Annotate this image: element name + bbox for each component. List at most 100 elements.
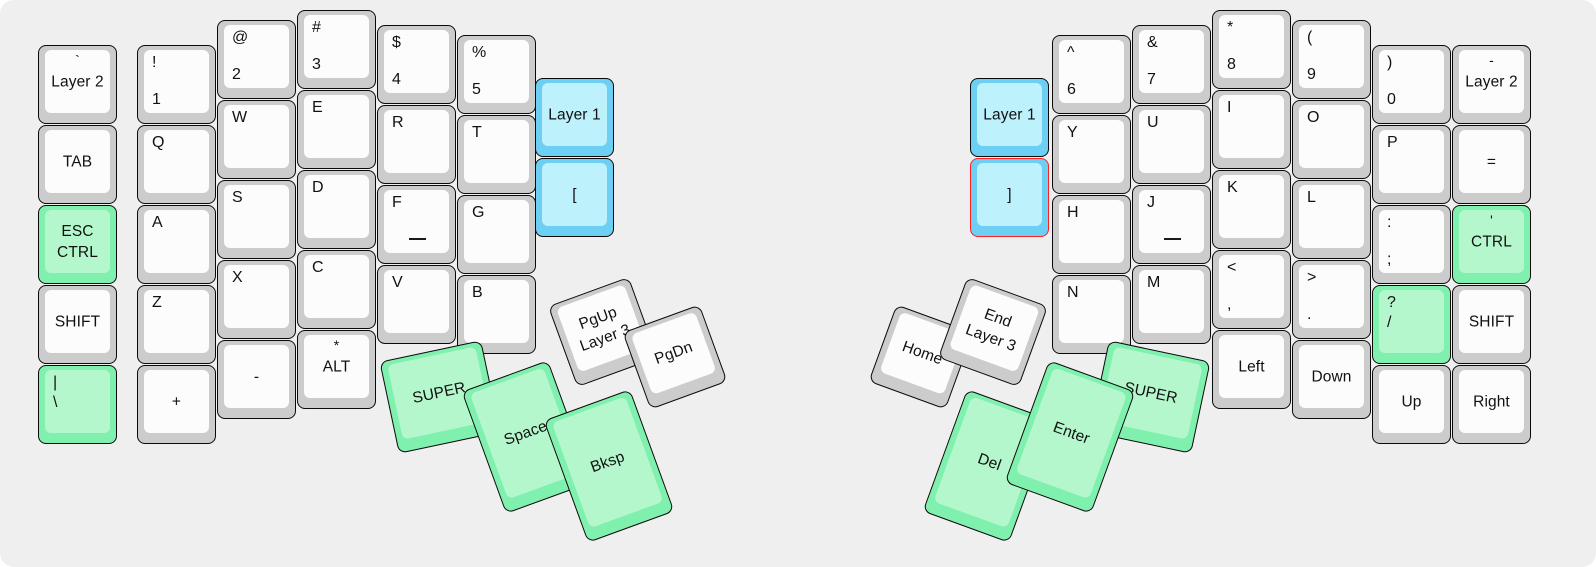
key-minus-left[interactable]: - [217,340,296,419]
keycap-surface: D [304,175,369,238]
key-5[interactable]: %5 [457,35,536,114]
key-0[interactable]: )0 [1372,45,1451,124]
keycap-surface: H [1059,200,1124,263]
key-legend-main: CTRL [1471,233,1512,250]
key-1[interactable]: !1 [137,45,216,124]
key-equals[interactable]: = [1452,125,1531,204]
key-bracket-left[interactable]: [ [535,158,614,237]
key-n[interactable]: N [1052,275,1131,354]
key-right[interactable]: Right [1452,365,1531,444]
key-layer2-right[interactable]: -Layer 2 [1452,45,1531,124]
key-legend-shifted: K [1227,179,1238,196]
key-legend-shifted: @ [232,29,249,46]
key-b[interactable]: B [457,275,536,354]
keycap-surface: TAB [45,130,110,193]
key-layer1-left[interactable]: Layer 1 [535,78,614,157]
key-ctrl-right[interactable]: 'CTRL [1452,205,1531,284]
key-l[interactable]: L [1292,180,1371,259]
key-legend-main: PgDn [652,338,695,368]
keycap-surface: :; [1379,210,1444,273]
key-m[interactable]: M [1132,265,1211,344]
key-legend-shifted: > [1307,269,1317,286]
key-h[interactable]: H [1052,195,1131,274]
key-9[interactable]: (9 [1292,20,1371,99]
key-bracket-right[interactable]: ] [970,158,1049,237]
keycap-surface: A [144,210,209,273]
key-up[interactable]: Up [1372,365,1451,444]
key-alt[interactable]: *ALT [297,330,376,409]
key-legend-shifted: T [472,124,482,141]
keycap-surface: R [384,110,449,173]
key-comma[interactable]: <, [1212,250,1291,329]
key-legend-shifted: H [1067,204,1079,221]
key-c[interactable]: C [297,250,376,329]
keycap-surface: Layer 1 [542,83,607,146]
key-j[interactable]: J [1132,185,1211,264]
keycap-surface: Right [1459,370,1524,433]
key-legend-base: \ [53,394,58,411]
key-x[interactable]: X [217,260,296,339]
key-period[interactable]: >. [1292,260,1371,339]
key-legend-main: ESC CTRL [57,222,98,261]
key-legend-base: 1 [152,91,161,108]
key-tab[interactable]: TAB [38,125,117,204]
key-layer1-right[interactable]: Layer 1 [970,78,1049,157]
key-i[interactable]: I [1212,90,1291,169]
key-7[interactable]: &7 [1132,25,1211,104]
key-g[interactable]: G [457,195,536,274]
key-legend-main: Layer 2 [51,73,104,90]
key-legend-shifted: C [312,259,324,276]
keycap-surface: M [1139,270,1204,333]
keycap-surface: ^6 [1059,40,1124,103]
key-legend-main: Layer 1 [548,106,601,123]
key-e[interactable]: E [297,90,376,169]
key-legend-shifted: U [1147,114,1159,131]
keycap-surface: >. [1299,265,1364,328]
key-a[interactable]: A [137,205,216,284]
key-k[interactable]: K [1212,170,1291,249]
key-d[interactable]: D [297,170,376,249]
key-t[interactable]: T [457,115,536,194]
key-8[interactable]: *8 [1212,10,1291,89]
key-shift-left[interactable]: SHIFT [38,285,117,364]
key-w[interactable]: W [217,100,296,179]
keycap-surface: U [1139,110,1204,173]
key-f[interactable]: F [377,185,456,264]
key-legend-main: Down [1311,368,1352,385]
key-slash[interactable]: ?/ [1372,285,1451,364]
key-legend-main: Layer 2 [1465,73,1518,90]
keycap-surface: !1 [144,50,209,113]
key-legend-main: SHIFT [54,313,101,330]
key-6[interactable]: ^6 [1052,35,1131,114]
key-r[interactable]: R [377,105,456,184]
keycap-surface: Y [1059,120,1124,183]
key-legend-top: * [333,337,340,353]
key-v[interactable]: V [377,265,456,344]
key-left[interactable]: Left [1212,330,1291,409]
key-o[interactable]: O [1292,100,1371,179]
key-p[interactable]: P [1372,125,1451,204]
key-shift-right[interactable]: SHIFT [1452,285,1531,364]
key-semicolon[interactable]: :; [1372,205,1451,284]
key-z[interactable]: Z [137,285,216,364]
keycap-surface: I [1219,95,1284,158]
key-esc-ctrl[interactable]: ESC CTRL [38,205,117,284]
key-legend-shifted: Q [152,134,165,151]
key-layer2-left[interactable]: `Layer 2 [38,45,117,124]
key-4[interactable]: $4 [377,25,456,104]
key-legend-main: ] [1007,186,1012,203]
key-u[interactable]: U [1132,105,1211,184]
key-s[interactable]: S [217,180,296,259]
key-y[interactable]: Y [1052,115,1131,194]
key-legend-shifted: X [232,269,243,286]
key-plus[interactable]: + [137,365,216,444]
key-3[interactable]: #3 [297,10,376,89]
key-q[interactable]: Q [137,125,216,204]
key-down[interactable]: Down [1292,340,1371,419]
key-legend-shifted: N [1067,284,1079,301]
key-pipe-backslash[interactable]: |\ [38,365,117,444]
keycap-surface: ?/ [1379,290,1444,353]
keycap-surface: ESC CTRL [45,210,110,273]
keycap-surface: O [1299,105,1364,168]
key-2[interactable]: @2 [217,20,296,99]
